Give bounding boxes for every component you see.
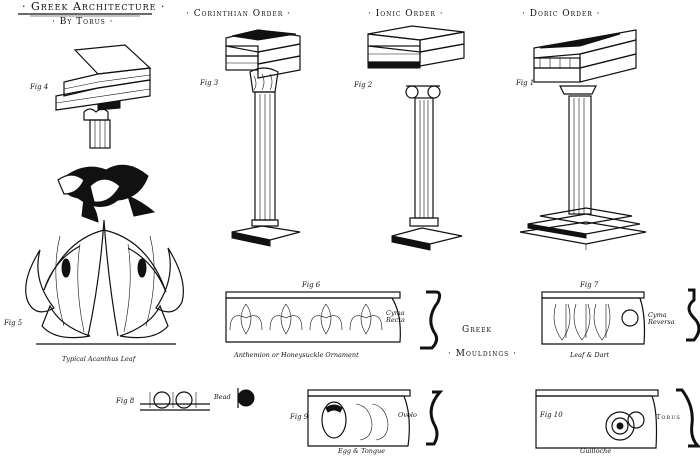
greek-mouldings-heading-2: · Mouldings · xyxy=(448,349,517,359)
title-frame xyxy=(18,13,152,17)
fig-5-label: Fig 5 xyxy=(4,319,23,327)
leaf-and-dart-caption: Leaf & Dart xyxy=(570,351,610,359)
doric-order-title: · Doric Order · xyxy=(522,9,601,19)
acanthus-caption: Typical Acanthus Leaf xyxy=(62,355,136,363)
fig-6-label: Fig 6 xyxy=(302,281,321,289)
plate-title: · Greek Architecture · xyxy=(22,0,166,13)
corinthian-order-drawing xyxy=(225,29,301,247)
entablature-corner-drawing xyxy=(55,44,152,149)
anthemion-moulding-drawing xyxy=(225,290,442,350)
fig-8-label: Fig 8 xyxy=(116,397,135,405)
ionic-order-title: · Ionic Order · xyxy=(368,9,444,19)
fig-7-label: Fig 7 xyxy=(580,281,599,289)
acanthus-leaf-drawing xyxy=(25,164,184,345)
cyma-reversa-label: Cyma Reversa xyxy=(648,311,675,327)
guilloche-moulding-drawing xyxy=(535,388,700,449)
corinthian-order-title: · Corinthian Order · xyxy=(186,9,292,19)
ionic-order-title-text: Ionic Order xyxy=(375,9,436,19)
ionic-order-drawing xyxy=(367,25,465,251)
greek-mouldings-heading-2-text: Mouldings xyxy=(455,349,510,359)
anthemion-caption: Anthemion or Honeysuckle Ornament xyxy=(234,351,359,359)
doric-order-drawing xyxy=(519,29,647,250)
ovolo-label: Ovolo xyxy=(398,411,417,419)
egg-and-tongue-moulding-drawing xyxy=(307,389,444,447)
plate-title-text: Greek Architecture xyxy=(31,0,157,13)
corinthian-order-title-text: Corinthian Order xyxy=(193,9,284,19)
fig-1-label: Fig 1 xyxy=(516,79,535,87)
leaf-and-dart-moulding-drawing xyxy=(541,288,700,345)
fig-3-label: Fig 3 xyxy=(200,79,219,87)
doric-order-title-text: Doric Order xyxy=(529,9,593,19)
bead-moulding-drawing xyxy=(140,388,255,411)
fig-10-label: Fig 10 xyxy=(540,411,563,419)
guilloche-caption: Guilloche xyxy=(580,447,612,455)
fig-4-label: Fig 4 xyxy=(30,83,49,91)
fig-9-label: Fig 9 xyxy=(290,413,309,421)
fig-2-label: Fig 2 xyxy=(354,81,373,89)
torus-label: Torus xyxy=(656,413,681,421)
egg-and-tongue-caption: Egg & Tongue xyxy=(338,447,386,455)
cyma-recta-label: Cyma Recta xyxy=(386,309,405,325)
plate-byline: · By Torus · xyxy=(52,17,114,27)
bead-label: Bead xyxy=(214,393,231,401)
greek-mouldings-heading-1: Greek xyxy=(462,325,492,335)
plate-byline-text: By Torus xyxy=(59,17,106,27)
